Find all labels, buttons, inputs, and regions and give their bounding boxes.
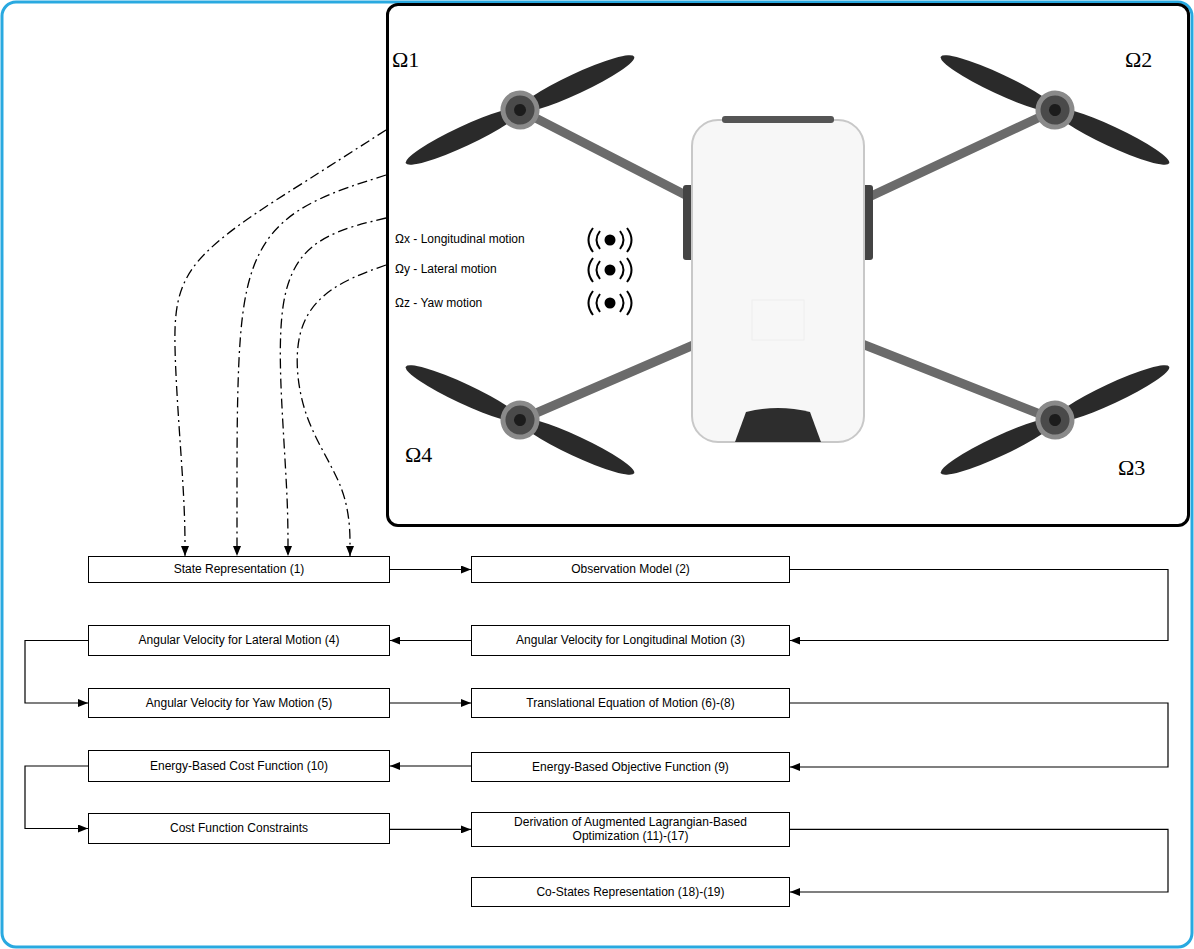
process-box: Cost Function Constraints bbox=[88, 813, 390, 844]
flow-arrow bbox=[390, 829, 471, 830]
vibration-symbol bbox=[589, 258, 632, 282]
symbol-arc bbox=[627, 228, 632, 252]
drone-arm bbox=[852, 110, 1055, 205]
symbol-arc bbox=[589, 228, 594, 252]
flow-arrow bbox=[790, 829, 1168, 892]
motor-cap bbox=[512, 102, 528, 118]
body-panel bbox=[752, 300, 804, 340]
drone-arm bbox=[520, 110, 705, 205]
symbol-arc bbox=[620, 294, 624, 312]
box-label: Angular Velocity for Yaw Motion (5) bbox=[146, 696, 332, 710]
process-box: Energy-Based Objective Function (9) bbox=[471, 752, 790, 782]
motor-hub bbox=[497, 397, 542, 442]
box-label: Derivation of Augmented Lagrangian-Based… bbox=[480, 815, 781, 844]
motor-cap bbox=[1047, 102, 1063, 118]
propeller bbox=[399, 41, 642, 178]
rotor-label: Ω4 bbox=[405, 443, 432, 467]
flow-arrow bbox=[25, 766, 88, 829]
motion-label: Ωx - Longitudinal motion bbox=[395, 232, 525, 246]
connectors bbox=[25, 130, 1168, 892]
process-box: Energy-Based Cost Function (10) bbox=[88, 750, 390, 782]
flow-arrow bbox=[790, 570, 1168, 641]
rotor-label: Ω2 bbox=[1125, 48, 1152, 72]
process-box: Angular Velocity for Yaw Motion (5) bbox=[88, 688, 390, 718]
vibration-symbol bbox=[589, 228, 632, 252]
box-label: Angular Velocity for Longitudinal Motion… bbox=[516, 633, 745, 647]
propeller bbox=[934, 41, 1177, 178]
flow-arrow bbox=[390, 640, 471, 641]
process-box: Angular Velocity for Longitudinal Motion… bbox=[471, 625, 790, 656]
box-label: Energy-Based Objective Function (9) bbox=[532, 760, 729, 774]
process-box: Derivation of Augmented Lagrangian-Based… bbox=[471, 812, 790, 847]
box-label: Translational Equation of Motion (6)-(8) bbox=[526, 696, 734, 710]
process-box: State Representation (1) bbox=[88, 556, 390, 583]
symbol-arc bbox=[627, 258, 632, 282]
motor-hub bbox=[497, 87, 542, 132]
drone-illustration bbox=[399, 41, 1177, 488]
box-label: Angular Velocity for Lateral Motion (4) bbox=[139, 633, 340, 647]
process-box: Translational Equation of Motion (6)-(8) bbox=[471, 688, 790, 718]
motor-cap bbox=[512, 412, 528, 428]
symbol-dot bbox=[605, 235, 616, 246]
box-label: State Representation (1) bbox=[174, 562, 305, 576]
dash-dot-connector bbox=[175, 130, 386, 556]
motion-label: Ωy - Lateral motion bbox=[395, 262, 497, 276]
drone-body bbox=[692, 120, 864, 442]
process-box: Co-States Representation (18)-(19) bbox=[471, 877, 790, 907]
rotor-label: Ω3 bbox=[1118, 456, 1145, 480]
dash-dot-connector bbox=[280, 218, 386, 556]
vibration-symbol bbox=[589, 291, 632, 315]
symbol-arc bbox=[620, 261, 624, 279]
symbol-arc bbox=[597, 294, 601, 312]
flow-arrow bbox=[390, 702, 471, 703]
box-label: Energy-Based Cost Function (10) bbox=[150, 759, 328, 773]
symbol-dot bbox=[605, 265, 616, 276]
motor-cap bbox=[1047, 412, 1063, 428]
box-label: Observation Model (2) bbox=[571, 562, 690, 576]
drone-arm bbox=[852, 340, 1055, 420]
dash-dot-connector bbox=[297, 265, 386, 556]
symbol-arc bbox=[589, 291, 594, 315]
flow-arrow bbox=[390, 765, 471, 766]
symbol-arc bbox=[597, 261, 601, 279]
flow-arrow bbox=[790, 703, 1168, 767]
flow-arrow bbox=[25, 641, 88, 704]
box-label: Co-States Representation (18)-(19) bbox=[536, 885, 724, 899]
body-top-strip bbox=[722, 116, 834, 123]
symbol-arc bbox=[589, 258, 594, 282]
drone-arm bbox=[520, 340, 705, 420]
motor-hub bbox=[1032, 87, 1077, 132]
motion-label: Ωz - Yaw motion bbox=[395, 296, 482, 310]
symbol-arc bbox=[627, 291, 632, 315]
flow-arrow bbox=[390, 569, 471, 570]
propeller bbox=[399, 351, 642, 488]
box-label: Cost Function Constraints bbox=[170, 821, 308, 835]
process-box: Angular Velocity for Lateral Motion (4) bbox=[88, 625, 390, 656]
symbol-arc bbox=[597, 231, 601, 249]
propeller bbox=[934, 351, 1177, 488]
process-box: Observation Model (2) bbox=[471, 556, 790, 583]
dash-dot-connector bbox=[237, 175, 386, 556]
symbol-arc bbox=[620, 231, 624, 249]
motor-hub bbox=[1032, 397, 1077, 442]
symbol-dot bbox=[605, 298, 616, 309]
vibration-symbols bbox=[589, 228, 632, 315]
drone-frame: Ω1 Ω2 Ωx - Longitudinal motion Ωy - Lateral… bbox=[386, 3, 1190, 527]
body-camera bbox=[735, 408, 821, 442]
rotor-label: Ω1 bbox=[392, 48, 419, 72]
